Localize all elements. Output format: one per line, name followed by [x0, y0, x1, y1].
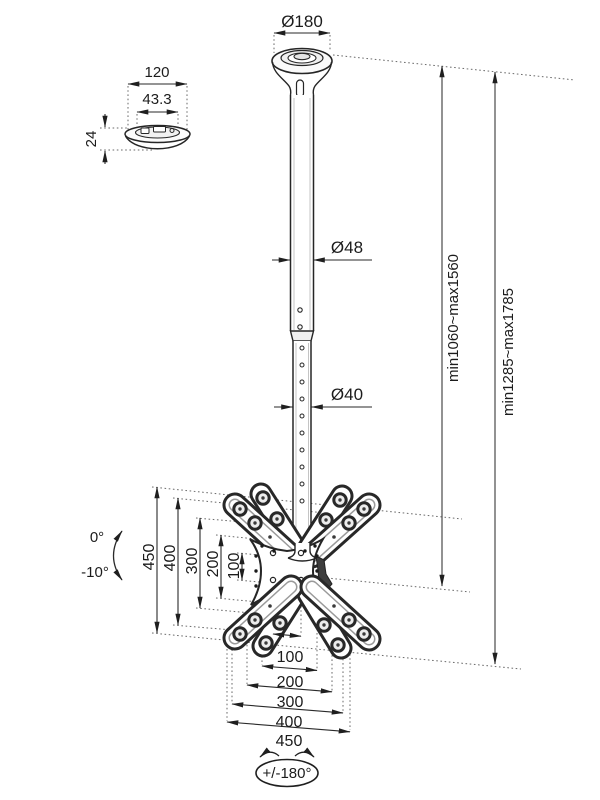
label-tilt-up: 0°	[90, 529, 104, 546]
label-vesa-horizontal-400: 400	[276, 714, 303, 731]
label-height-to-plate: min1060~max1560	[445, 254, 462, 382]
tilt-arc	[112, 530, 123, 581]
dim-vesa-horizontal-400	[231, 702, 344, 715]
label-plate-diameter: Ø180	[281, 12, 323, 31]
label-rotation-range: +/-180°	[263, 765, 312, 782]
dim-vesa-horizontal-100	[272, 632, 302, 638]
dim-vesa-horizontal-450	[226, 720, 351, 734]
label-vesa-vertical-100: 100	[226, 553, 243, 580]
label-lower-pole-diameter: Ø40	[331, 385, 363, 404]
label-vesa-vertical-200: 200	[205, 551, 222, 578]
label-side-width: 120	[144, 64, 169, 81]
dim-vesa-horizontal-300	[246, 683, 333, 694]
label-vesa-vertical-450: 450	[141, 544, 158, 571]
label-side-height: 24	[83, 131, 100, 148]
label-vesa-horizontal-300: 300	[277, 694, 304, 711]
label-side-inner-width: 43.3	[142, 91, 171, 108]
ceiling-plate-side-view	[124, 124, 191, 150]
pole-slot-hole	[295, 79, 305, 98]
pole-collar	[289, 330, 315, 342]
label-vesa-horizontal-100: 100	[277, 649, 304, 666]
label-vesa-horizontal-450: 450	[276, 733, 303, 750]
dim-vesa-horizontal-200	[261, 664, 318, 673]
upper-arm-grommets	[232, 490, 372, 539]
rotation-annotation	[255, 747, 319, 788]
label-vesa-vertical-300: 300	[184, 548, 201, 575]
vesa-bracket	[222, 482, 382, 660]
label-height-to-arms: min1285~max1785	[500, 288, 517, 416]
plate-reference-line	[326, 577, 471, 593]
ceiling-plate-top-view	[271, 47, 333, 98]
label-upper-pole-diameter: Ø48	[331, 238, 363, 257]
label-vesa-vertical-400: 400	[162, 545, 179, 572]
ceiling-reference-line	[332, 54, 576, 81]
label-vesa-horizontal-200: 200	[277, 674, 304, 691]
pole-adjustment-holes	[299, 345, 305, 504]
mounting-pole	[289, 95, 315, 552]
lower-arm-grommets	[232, 604, 372, 653]
label-tilt-down: -10°	[81, 564, 109, 581]
